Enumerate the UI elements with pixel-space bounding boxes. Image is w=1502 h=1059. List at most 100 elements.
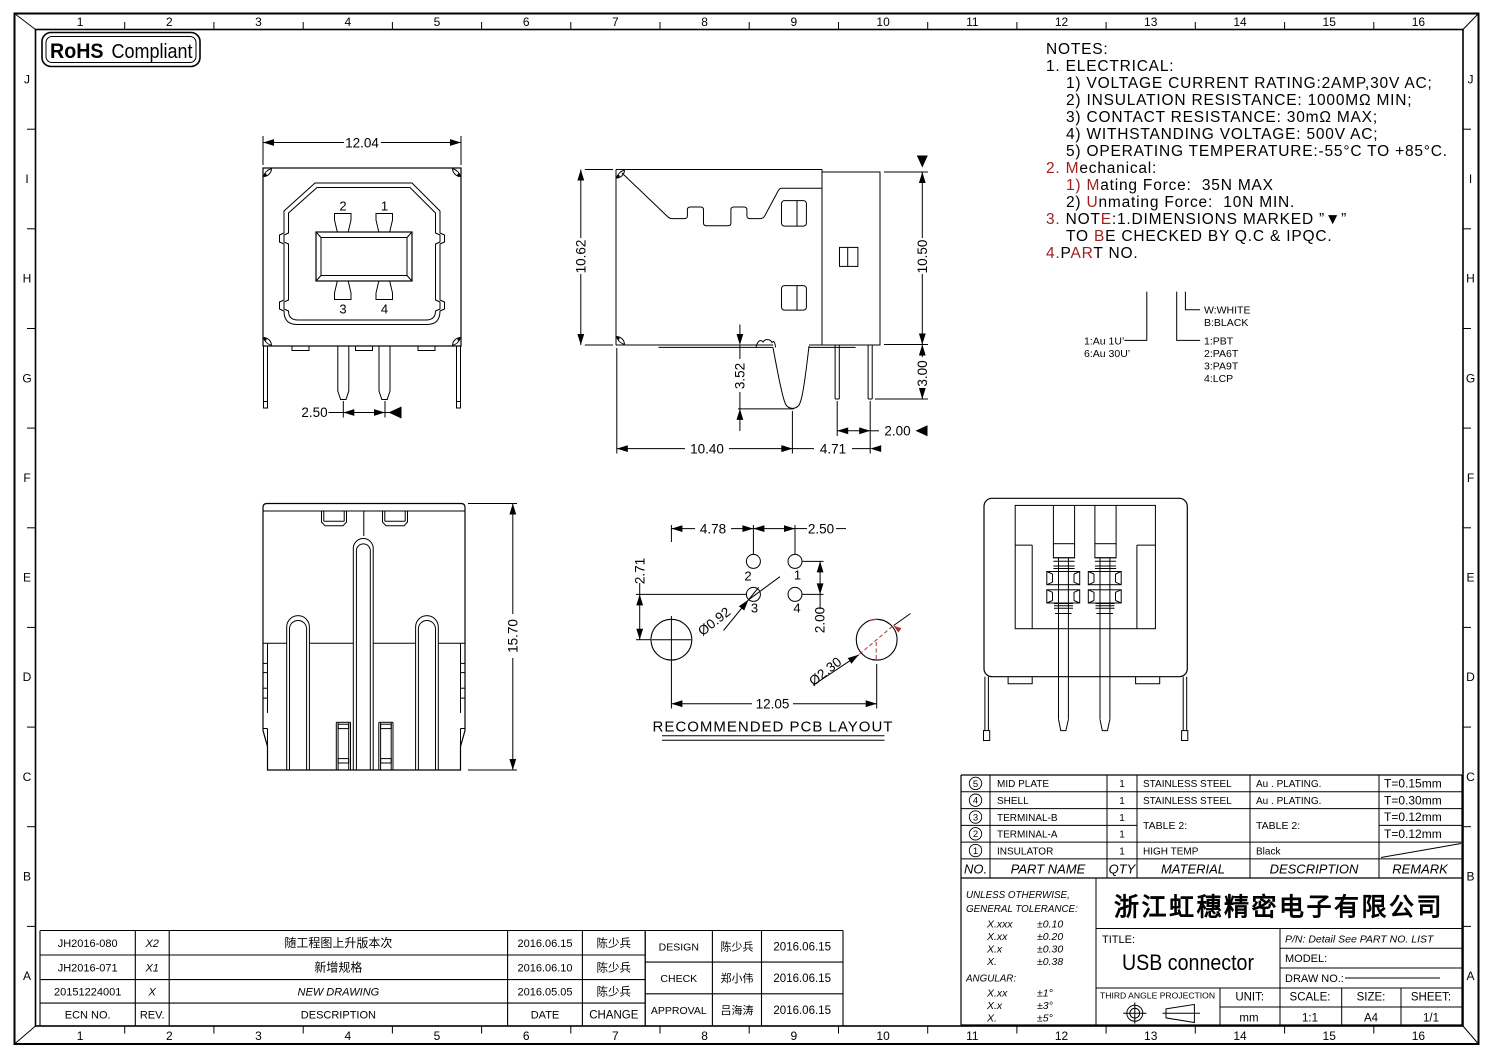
- svg-text:HIGH TEMP: HIGH TEMP: [1143, 846, 1199, 857]
- svg-text:浙江虹穗精密电子有限公司: 浙江虹穗精密电子有限公司: [1114, 893, 1444, 922]
- svg-text:4: 4: [381, 302, 388, 317]
- svg-text:2:PA6T: 2:PA6T: [1204, 348, 1239, 360]
- svg-text:3.52: 3.52: [733, 363, 748, 389]
- svg-text:H: H: [23, 272, 32, 286]
- svg-text:1) Mating Force: 35N MAX: 1) Mating Force: 35N MAX: [1066, 177, 1274, 194]
- svg-text:4) WITHSTANDING VOLTAGE: 500V: 4) WITHSTANDING VOLTAGE: 500V AC;: [1066, 126, 1378, 143]
- svg-text:A: A: [1466, 969, 1474, 983]
- svg-text:REV.: REV.: [140, 1010, 165, 1022]
- svg-text:6: 6: [523, 15, 530, 29]
- svg-text:12.05: 12.05: [756, 697, 790, 712]
- svg-text:11: 11: [966, 15, 979, 29]
- svg-text:INSULATOR: INSULATOR: [997, 846, 1053, 857]
- svg-text:2016.06.15: 2016.06.15: [773, 941, 831, 953]
- svg-text:1: 1: [77, 15, 84, 29]
- svg-text:1: 1: [1119, 830, 1125, 841]
- svg-text:QTY: QTY: [1109, 862, 1137, 877]
- svg-text:F: F: [23, 471, 30, 485]
- svg-text:Compliant: Compliant: [112, 40, 193, 63]
- svg-text:4: 4: [793, 601, 800, 616]
- svg-text:X.x: X.x: [986, 944, 1003, 956]
- svg-text:NO.: NO.: [964, 862, 987, 877]
- svg-text:2016.06.15: 2016.06.15: [773, 1005, 831, 1017]
- svg-text:3) CONTACT RESISTANCE: 30mΩ MA: 3) CONTACT RESISTANCE: 30mΩ MAX;: [1066, 109, 1378, 126]
- svg-text:±0.20: ±0.20: [1037, 931, 1063, 943]
- svg-text:2.00: 2.00: [813, 607, 828, 633]
- svg-text:THIRD ANGLE PROJECTION: THIRD ANGLE PROJECTION: [1100, 991, 1215, 1001]
- svg-text:T=0.30mm: T=0.30mm: [1384, 793, 1442, 807]
- svg-text:±3°: ±3°: [1037, 1000, 1053, 1012]
- svg-text:3.00: 3.00: [915, 360, 930, 386]
- svg-text:7: 7: [612, 15, 619, 29]
- svg-text:2: 2: [166, 1029, 173, 1043]
- svg-text:15: 15: [1323, 1029, 1337, 1043]
- svg-text:4:LCP: 4:LCP: [1204, 373, 1233, 385]
- svg-text:NOTES:: NOTES:: [1046, 41, 1109, 58]
- svg-text:E: E: [1466, 571, 1474, 585]
- svg-text:DRAW NO.:: DRAW NO.:: [1285, 973, 1344, 985]
- svg-text:REMARK: REMARK: [1392, 862, 1449, 877]
- svg-text:TABLE 2:: TABLE 2:: [1143, 820, 1187, 832]
- svg-text:14: 14: [1233, 15, 1247, 29]
- svg-text:5) OPERATING TEMPERATURE:-55°C: 5) OPERATING TEMPERATURE:-55°C TO +85°C.: [1066, 143, 1448, 160]
- svg-text:5: 5: [434, 1029, 441, 1043]
- svg-text:MATERIAL: MATERIAL: [1161, 862, 1225, 877]
- svg-text:3: 3: [255, 15, 262, 29]
- svg-text:2016.06.15: 2016.06.15: [517, 938, 572, 950]
- svg-text:4.71: 4.71: [820, 441, 846, 456]
- svg-text:3: 3: [255, 1029, 262, 1043]
- svg-text:5: 5: [434, 15, 441, 29]
- svg-text:MID PLATE: MID PLATE: [997, 779, 1049, 790]
- svg-text:TO BE CHECKED BY Q.C & IPQC.: TO BE CHECKED BY Q.C & IPQC.: [1066, 228, 1332, 245]
- svg-text:陈少兵: 陈少兵: [721, 939, 754, 953]
- svg-text:9: 9: [791, 15, 798, 29]
- svg-text:3: 3: [973, 813, 978, 824]
- svg-text:1: 1: [1119, 846, 1125, 857]
- svg-text:2.50: 2.50: [808, 522, 834, 537]
- svg-text:USB connector: USB connector: [1122, 950, 1254, 975]
- svg-text:2: 2: [744, 569, 751, 584]
- svg-text:1: 1: [381, 199, 388, 214]
- svg-text:RoHS: RoHS: [50, 39, 104, 63]
- svg-text:1: 1: [1119, 796, 1125, 807]
- svg-text:STAINLESS STEEL: STAINLESS STEEL: [1143, 796, 1232, 807]
- svg-text:±0.10: ±0.10: [1037, 919, 1063, 931]
- svg-text:CHANGE: CHANGE: [589, 1010, 639, 1022]
- svg-text:ANGULAR:: ANGULAR:: [965, 974, 1016, 985]
- svg-text:陈少兵: 陈少兵: [597, 984, 632, 998]
- svg-text:Au . PLATING.: Au . PLATING.: [1256, 796, 1321, 807]
- svg-text:8: 8: [701, 15, 708, 29]
- svg-text:E: E: [23, 571, 31, 585]
- svg-text:10: 10: [876, 1029, 890, 1043]
- svg-text:4: 4: [973, 796, 978, 807]
- svg-text:4: 4: [344, 1029, 351, 1043]
- svg-text:12: 12: [1055, 1029, 1069, 1043]
- svg-text:D: D: [1466, 670, 1475, 684]
- svg-text:A4: A4: [1364, 1013, 1379, 1025]
- svg-text:T=0.15mm: T=0.15mm: [1384, 777, 1442, 791]
- svg-text:2) Unmating Force: 10N MIN.: 2) Unmating Force: 10N MIN.: [1066, 194, 1295, 211]
- svg-text:15: 15: [1323, 15, 1337, 29]
- svg-text:APPROVAL: APPROVAL: [651, 1005, 707, 1017]
- svg-text:1: 1: [1119, 779, 1125, 790]
- svg-text:2.50: 2.50: [301, 405, 327, 420]
- svg-text:15.70: 15.70: [506, 619, 521, 653]
- svg-text:A: A: [23, 969, 31, 983]
- svg-text:1. ELECTRICAL:: 1. ELECTRICAL:: [1046, 58, 1174, 75]
- svg-text:PART NAME: PART NAME: [1011, 862, 1086, 877]
- svg-text:X2: X2: [144, 938, 158, 950]
- svg-text:2: 2: [339, 199, 346, 214]
- svg-text:ECN NO.: ECN NO.: [65, 1010, 111, 1022]
- svg-text:2016.06.15: 2016.06.15: [773, 973, 831, 985]
- svg-text:8: 8: [701, 1029, 708, 1043]
- svg-text:随工程图上升版本次: 随工程图上升版本次: [284, 935, 392, 950]
- svg-text:G: G: [1466, 371, 1475, 385]
- svg-text:1) VOLTAGE CURRENT RATING:2AMP: 1) VOLTAGE CURRENT RATING:2AMP,30V AC;: [1066, 75, 1433, 92]
- svg-text:4: 4: [344, 15, 351, 29]
- svg-text:1:1: 1:1: [1302, 1013, 1318, 1025]
- svg-text:JH2016-080: JH2016-080: [58, 938, 118, 950]
- svg-text:NEW DRAWING: NEW DRAWING: [298, 986, 380, 998]
- svg-text:X.: X.: [986, 956, 997, 968]
- svg-text:TITLE:: TITLE:: [1102, 934, 1135, 946]
- svg-text:mm: mm: [1239, 1013, 1258, 1025]
